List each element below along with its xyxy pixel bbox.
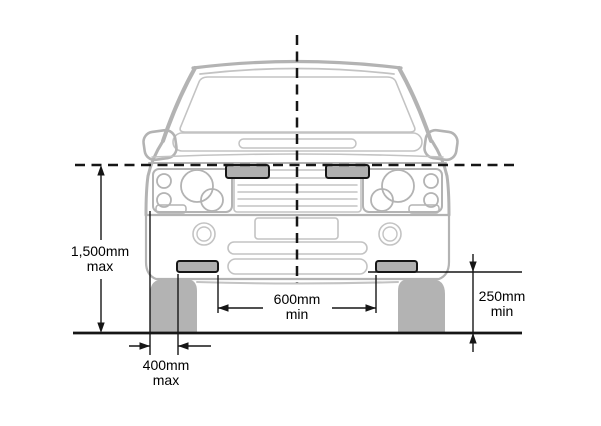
dimension-min-lamp-separation [217,275,377,313]
sidelight-lower-left [156,192,172,208]
arrow-down-icon [469,261,477,272]
wing-right [430,139,451,217]
lamp-bottom-right [375,260,418,273]
arrow-left-icon [178,342,189,350]
mirror-right [423,128,459,162]
arrow-up-icon [469,333,477,344]
arrow-right-icon [139,342,150,350]
fog-lamp-right [378,222,402,246]
arrow-up-icon [97,165,105,176]
dim-min-height-qualifier: min [491,303,514,319]
dimension-min-mounting-height [368,254,522,352]
wing-left [144,139,165,217]
lamp-top-left [225,164,270,179]
roof-outline [191,59,403,70]
dimension-max-side-offset [129,211,211,355]
bumper-lower-edge [196,281,399,285]
lamp-positions [176,164,418,273]
dim-side-offset-qualifier: max [153,372,179,388]
lamp-top-right [325,164,370,179]
dim-separation-value: 600mm [274,291,321,307]
sidelight-lower-right [423,192,439,208]
windscreen [179,76,416,133]
bumper [144,213,451,281]
sidelight-upper-left [156,173,172,189]
mirror-left [142,128,178,162]
lamp-bottom-left [176,260,219,273]
dim-side-offset-value: 400mm [143,357,190,373]
arrow-right-icon [365,304,376,312]
arrow-left-icon [218,304,229,312]
dim-max-height-qualifier: max [87,258,113,274]
fog-lamp-left [192,222,216,246]
headlamp-main-right [381,169,415,203]
dimension-max-mounting-height [97,165,105,333]
fog-lamp-right-inner [382,226,398,242]
tyre-right [398,279,445,333]
tyre-left [150,279,197,333]
dim-max-height-value: 1,500mm [71,243,129,259]
headlamp-housing-left [152,168,233,213]
indicator-strip-left [155,204,187,214]
vehicle-front-view [142,59,459,333]
a-pillar-left [161,66,197,143]
indicator-strip-right [408,204,440,214]
dim-min-height-value: 250mm [479,288,526,304]
headlamp-housing-right [362,168,443,213]
fog-lamp-left-inner [196,226,212,242]
dim-separation-qualifier: min [286,306,309,322]
sidelight-upper-right [423,173,439,189]
headlamp-dip-left [200,188,224,212]
headlamp-dip-right [370,188,394,212]
arrow-down-icon [97,322,105,333]
headlamp-main-left [180,169,214,203]
